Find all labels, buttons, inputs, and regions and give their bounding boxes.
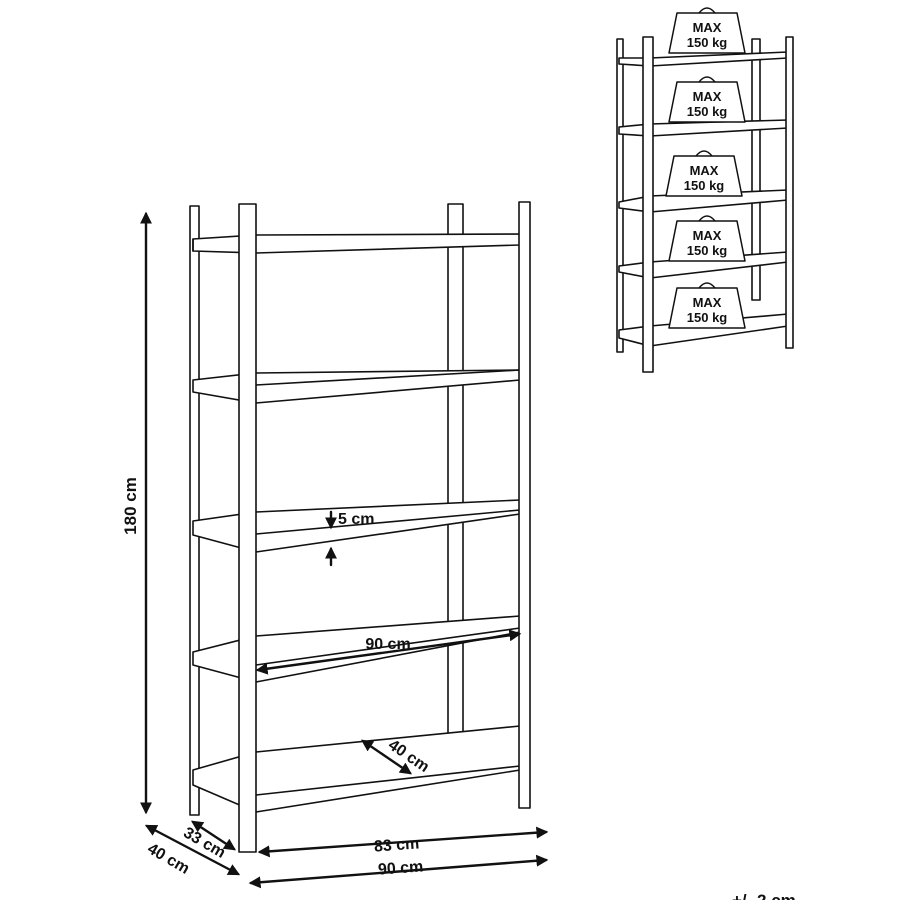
weight-4-line2: 150 kg	[687, 243, 728, 258]
tolerance-label: +/- 2 cm	[732, 891, 796, 900]
mini-back-left-post	[616, 38, 624, 353]
weight-2: MAX 150 kg	[668, 76, 746, 123]
outer-width-label: 90 cm	[377, 858, 423, 878]
weight-5-line1: MAX	[693, 295, 722, 310]
back-right-post	[447, 203, 464, 761]
weight-3-line2: 150 kg	[684, 178, 725, 193]
weight-1-line1: MAX	[693, 20, 722, 35]
shelf-gap-label: 5 cm	[338, 511, 374, 528]
weight-3: MAX 150 kg	[665, 150, 743, 197]
dimension-shelf-width: 90 cm	[255, 629, 522, 675]
weight-4: MAX 150 kg	[668, 215, 746, 262]
dimension-inner-width: 83 cm	[257, 826, 549, 858]
dimension-inner-depth: 33 cm	[180, 820, 237, 862]
weight-3-line1: MAX	[690, 163, 719, 178]
shelf-width-label: 90 cm	[365, 636, 410, 653]
dimension-shelf-gap: 5 cm	[325, 510, 374, 567]
mini-front-right-post	[785, 36, 794, 349]
front-right-post	[518, 201, 531, 809]
dimension-outer-width: 90 cm	[248, 854, 549, 889]
inner-width-label: 83 cm	[373, 835, 419, 855]
weight-1-line2: 150 kg	[687, 35, 728, 50]
weight-1: MAX 150 kg	[668, 7, 746, 54]
load-capacity-diagram: MAX 150 kg MAX 150 kg MAX 150 kg MAX 150…	[616, 7, 794, 373]
front-left-post	[238, 203, 257, 853]
weight-2-line2: 150 kg	[687, 104, 728, 119]
height-label: 180 cm	[121, 477, 140, 535]
weight-5: MAX 150 kg	[668, 282, 746, 329]
mini-back-right-post	[751, 38, 761, 301]
weight-4-line1: MAX	[693, 228, 722, 243]
weight-5-line2: 150 kg	[687, 310, 728, 325]
back-left-post	[189, 205, 200, 816]
weight-2-line1: MAX	[693, 89, 722, 104]
dimension-height: 180 cm	[121, 211, 152, 815]
main-shelf-unit	[189, 201, 531, 853]
mini-front-left-post	[642, 36, 654, 373]
